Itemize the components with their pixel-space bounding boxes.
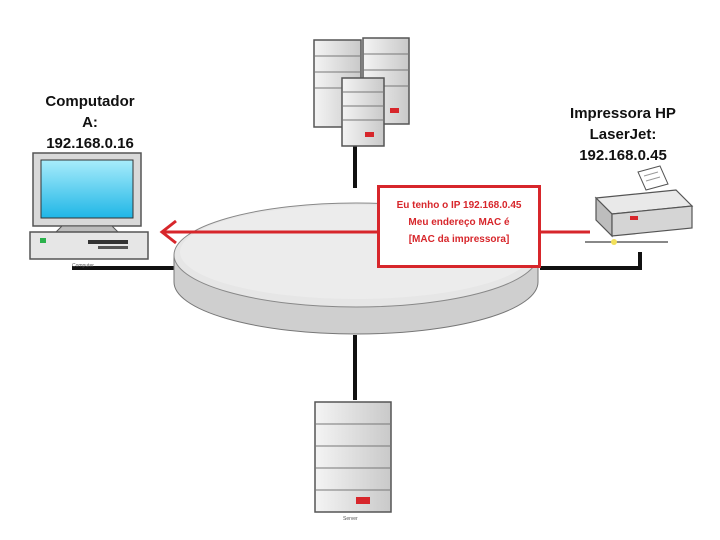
computer-a-label-line-3: 192.168.0.16 [46, 135, 134, 152]
arp-reply-line-3: [MAC da impressora] [408, 234, 510, 245]
arp-reply-line-2: Meu endereço MAC é [408, 217, 510, 228]
printer-label-line-2: LaserJet: [589, 126, 657, 143]
computer-a-label: Computador A: 192.168.0.16 [25, 91, 155, 154]
server-tower-front [341, 77, 385, 147]
arp-reply-box: Eu tenho o IP 192.168.0.45 Meu endereço … [377, 185, 541, 268]
computer-a-label-line-2: A: [82, 114, 98, 131]
arp-reply-line-1: Eu tenho o IP 192.168.0.45 [396, 200, 522, 211]
server-cluster-icon [313, 37, 410, 147]
printer-label-line-1: Impressora HP [570, 105, 676, 122]
printer-icon [585, 165, 694, 245]
printer-label-line-3: 192.168.0.45 [579, 147, 667, 164]
server-caption: Server [343, 516, 358, 522]
computer-caption: Computer [72, 263, 94, 269]
printer-label: Impressora HP LaserJet: 192.168.0.45 [553, 103, 693, 166]
computer-a-label-line-1: Computador [45, 93, 135, 110]
server-bottom-icon [314, 401, 392, 513]
computer-a-icon [29, 152, 149, 260]
